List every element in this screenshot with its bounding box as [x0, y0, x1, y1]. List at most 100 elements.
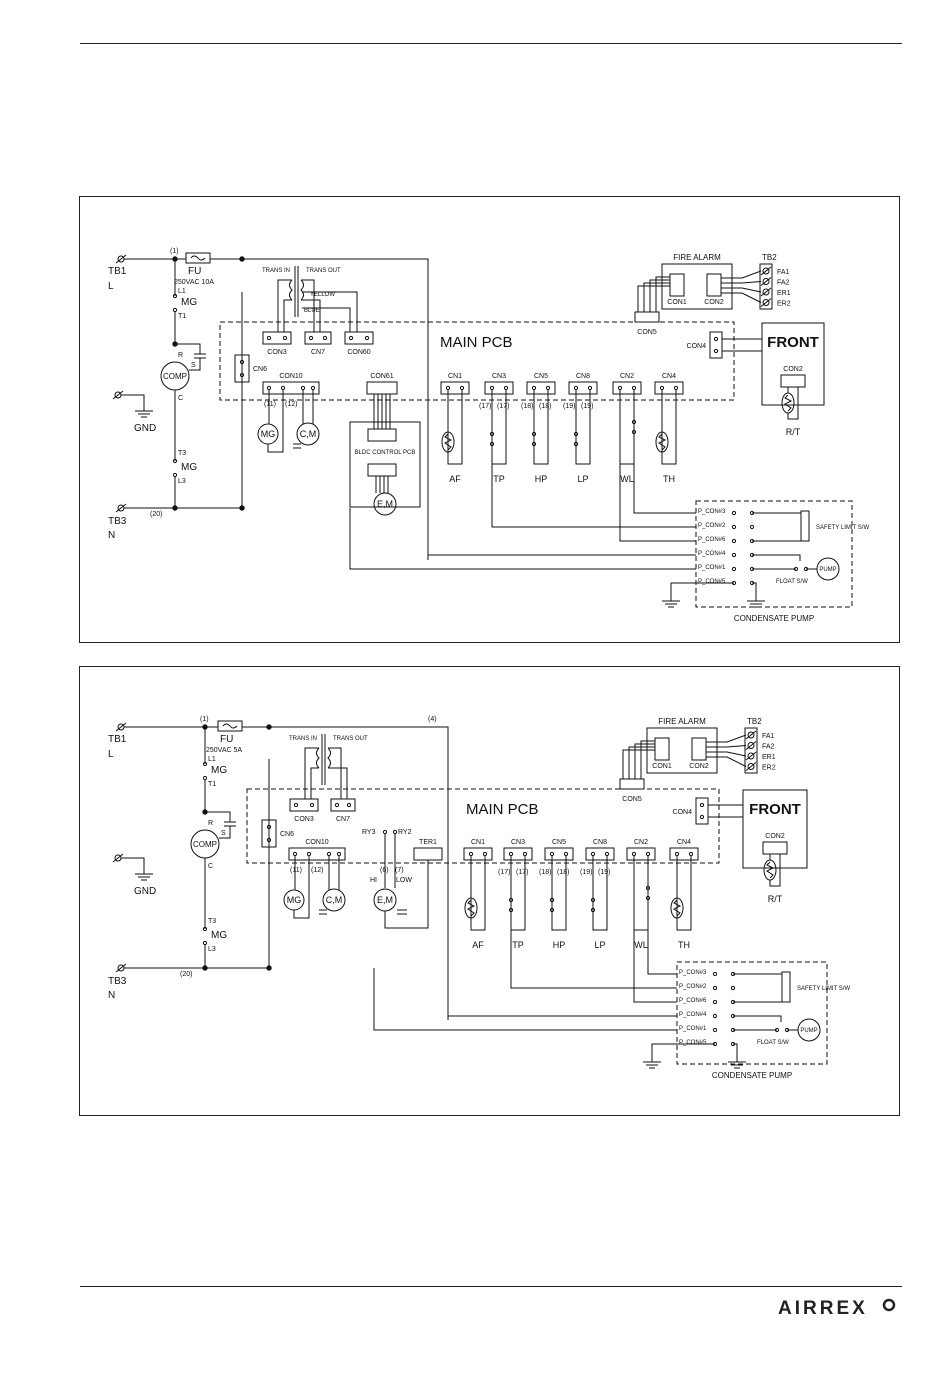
- tb2-block: [744, 727, 758, 774]
- mg-t3: T3: [178, 450, 186, 457]
- bldc-pcb-box: [349, 421, 421, 508]
- cn6-label: CN6: [280, 831, 294, 838]
- tb1-label: TB1: [108, 266, 127, 277]
- mg-t3: T3: [208, 918, 216, 925]
- terminal-slash: [760, 287, 772, 297]
- float-switch-label: FLOAT S/W: [757, 1040, 789, 1046]
- contact-pin: [531, 441, 537, 447]
- run-cap-lead: [189, 358, 201, 371]
- comp-s: S: [191, 362, 196, 369]
- contact-pin: [531, 431, 537, 437]
- transformer-primary-icon: [316, 747, 320, 769]
- cn6-connector: [261, 819, 277, 848]
- run-cap-lead: [175, 343, 201, 354]
- tb2-wire: [706, 745, 747, 748]
- contact-pin: [334, 802, 340, 808]
- contact-pin: [731, 524, 737, 530]
- contact-pin: [645, 895, 651, 901]
- terminal-icon: [762, 267, 770, 275]
- cn8-label: CN8: [593, 839, 607, 846]
- sensor-wl-label: WL: [620, 474, 634, 484]
- cn4-connector: [669, 847, 699, 861]
- trans-out-label: TRANS OUT: [306, 268, 341, 274]
- tb2-pin-er2: ER2: [777, 301, 791, 308]
- contact-pin: [239, 359, 245, 365]
- contact-pin: [549, 897, 555, 903]
- con4-connector: [695, 797, 709, 825]
- cn4-label: CN4: [662, 373, 676, 380]
- mg-motor-icon-label: MG: [287, 895, 302, 905]
- safety-limit-label: SAFETY LIMIT S/W: [797, 986, 850, 992]
- contact-pin: [309, 802, 315, 808]
- mg-motor-icon-label: MG: [261, 429, 276, 439]
- terminal-slash: [115, 722, 127, 732]
- comp-c: C: [178, 395, 183, 402]
- con10-wire-12: (12): [285, 401, 297, 408]
- thermistor-zigzag: [673, 899, 682, 917]
- tb2-title: TB2: [747, 717, 762, 726]
- con61-connector: [366, 381, 398, 395]
- terminal-icon: [747, 763, 755, 770]
- contact-pin: [202, 775, 208, 781]
- sensor-wire-marker: (17): [516, 869, 528, 876]
- con60-label: CON60: [347, 349, 370, 356]
- wire-marker-4: (4): [428, 716, 437, 723]
- con10-wire-11: (11): [290, 867, 302, 874]
- con5-wire: [643, 282, 670, 312]
- pump-link-wire: [447, 1015, 677, 1020]
- thermistor-zigzag: [444, 433, 453, 451]
- line-l-to-pcb: [242, 726, 449, 1020]
- cn1-connector: [463, 847, 493, 861]
- cn7-connector: [330, 798, 356, 812]
- float-wire: [752, 554, 801, 561]
- transformer-secondary-icon: [327, 747, 331, 769]
- terminal-slash: [745, 751, 757, 761]
- fire-alarm-relay-2: [706, 273, 722, 297]
- main-pcb-title: MAIN PCB: [466, 801, 539, 818]
- wire-marker-20: (20): [180, 971, 192, 978]
- contact-pin: [489, 385, 495, 391]
- em-motor-icon: [373, 492, 397, 516]
- pcon-label: P_CON#2: [698, 523, 726, 529]
- run-cap-lead: [205, 811, 231, 822]
- terminal-icon: [747, 731, 755, 739]
- con5-wire: [637, 285, 670, 312]
- contact-pin: [631, 429, 637, 435]
- sensor-loop: [470, 856, 486, 931]
- front-box: [761, 322, 825, 406]
- cn6-connector: [234, 354, 250, 383]
- contact-pin: [172, 472, 178, 478]
- cn2-label: CN2: [634, 839, 648, 846]
- cn2-label: CN2: [620, 373, 634, 380]
- contact-pin: [659, 385, 665, 391]
- tb2-pin-fa1: FA1: [762, 733, 775, 740]
- contact-pin: [631, 385, 637, 391]
- safety-limit-label: SAFETY LIMIT S/W: [816, 525, 869, 531]
- rt-wire: [769, 854, 781, 887]
- wire-marker-1: (1): [170, 248, 179, 255]
- contact-pin: [587, 385, 593, 391]
- terminal-slash: [115, 963, 127, 973]
- terminal-slash: [745, 741, 757, 750]
- con5-connector: [634, 311, 660, 323]
- cn1-label: CN1: [448, 373, 462, 380]
- comp-c: C: [208, 863, 213, 870]
- sensor-wire-marker: (18): [557, 869, 569, 876]
- cn8-connector: [585, 847, 615, 861]
- con5-wire: [628, 746, 655, 779]
- fire-alarm-relay-2: [691, 737, 707, 761]
- trans-wire: [301, 299, 321, 332]
- run-cap-lead: [219, 826, 231, 839]
- rt-label: R/T: [768, 894, 783, 904]
- cn7-label: CN7: [336, 816, 350, 823]
- con10-wire-12: (12): [311, 867, 323, 874]
- con5-wire: [655, 276, 670, 312]
- mg-l3: L3: [208, 946, 216, 953]
- terminal-icon: [762, 288, 770, 296]
- cn5-connector: [526, 381, 556, 395]
- tb2-wire: [721, 292, 762, 303]
- terminal-slash: [760, 277, 772, 286]
- pump-link-wire: [349, 508, 696, 570]
- logo-text: AIRREX: [778, 1298, 868, 1319]
